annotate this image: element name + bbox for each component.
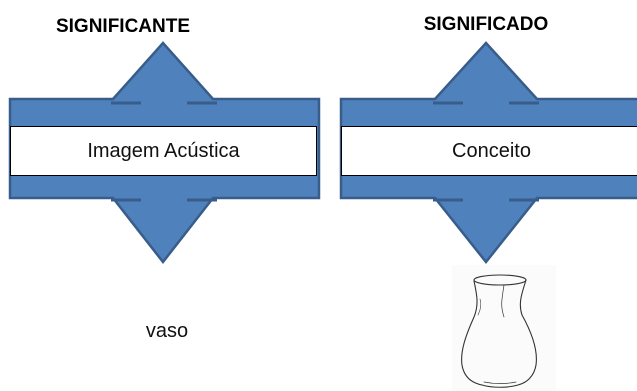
signifier-label-box: Imagem Acústica xyxy=(10,126,317,176)
vase-sketch-icon xyxy=(452,265,556,391)
signifier-heading: SIGNIFICANTE xyxy=(55,16,191,37)
example-word: vaso xyxy=(145,320,189,342)
signified-label: Conceito xyxy=(452,139,531,162)
signified-label-box: Conceito xyxy=(341,126,637,176)
signifier-label: Imagem Acústica xyxy=(87,139,240,162)
signified-heading: SIGNIFICADO xyxy=(423,14,549,35)
